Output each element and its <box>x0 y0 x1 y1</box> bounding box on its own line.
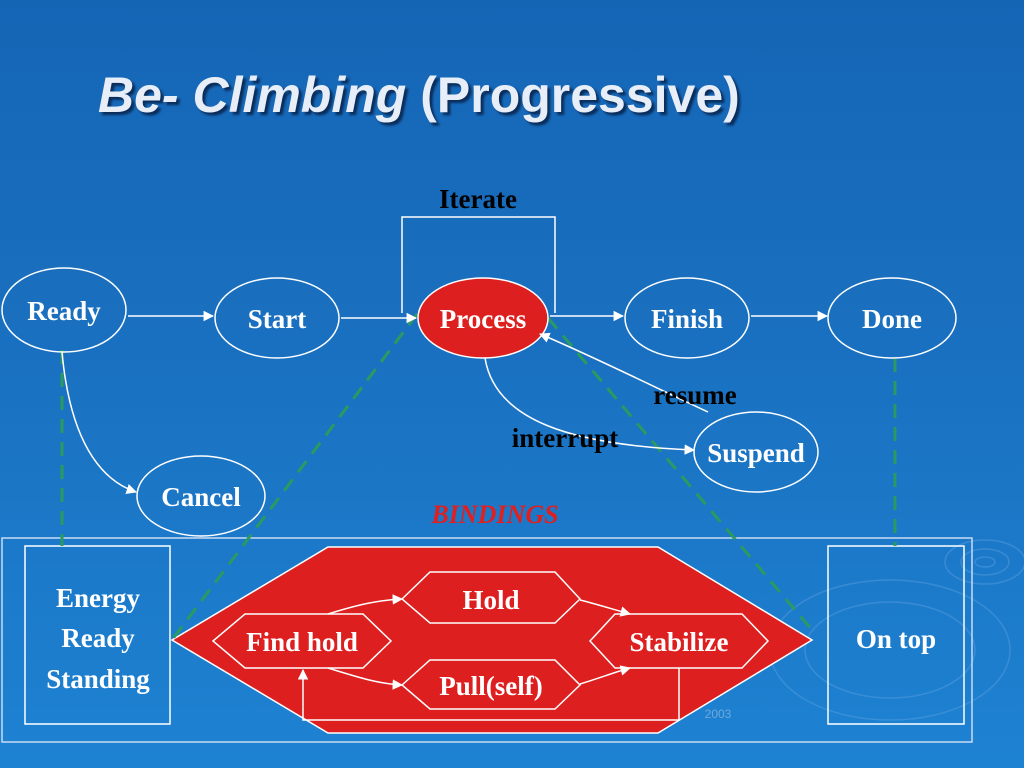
state-finish[interactable]: Finish <box>624 277 750 359</box>
step-hold[interactable]: Hold <box>400 571 582 624</box>
precondition-ready: Ready <box>61 623 135 653</box>
state-done-label: Done <box>862 304 922 334</box>
postcondition-box[interactable]: On top <box>827 545 965 725</box>
state-cancel-label: Cancel <box>161 482 241 512</box>
state-finish-label: Finish <box>651 304 723 334</box>
step-find-hold-label: Find hold <box>246 627 358 657</box>
step-find-hold[interactable]: Find hold <box>211 613 393 669</box>
arrow-pull-to-stabilize <box>579 665 632 685</box>
bindings-frame <box>1 537 973 743</box>
arrow-ready-to-cancel <box>61 351 137 494</box>
step-stabilize-label: Stabilize <box>630 627 729 657</box>
arrow-suspend-to-process <box>539 332 709 413</box>
state-process-label: Process <box>440 304 526 334</box>
arrow-iterate-loop <box>401 216 556 313</box>
binding-lines <box>60 313 897 641</box>
arrow-findhold-to-pull <box>327 667 404 690</box>
state-suspend[interactable]: Suspend <box>693 411 819 493</box>
step-hold-label: Hold <box>462 585 519 615</box>
footer-text: 2003 <box>705 707 732 721</box>
step-pull-self-label: Pull(self) <box>439 671 542 701</box>
state-suspend-label: Suspend <box>707 438 805 468</box>
state-done[interactable]: Done <box>827 277 957 359</box>
label-iterate: Iterate <box>439 184 517 214</box>
arrow-findhold-to-hold <box>327 594 404 615</box>
arrow-hold-to-stabilize <box>579 599 632 617</box>
title-regular: (Progressive) <box>420 67 740 123</box>
label-interrupt: interrupt <box>512 423 618 453</box>
state-start[interactable]: Start <box>214 277 340 359</box>
postcondition-on-top: On top <box>856 624 936 654</box>
precondition-energy: Energy <box>56 583 140 613</box>
step-stabilize[interactable]: Stabilize <box>588 613 770 669</box>
state-process[interactable]: Process <box>417 277 549 359</box>
inner-arrows <box>297 594 680 721</box>
title-italic: Be- Climbing <box>98 67 407 123</box>
state-ready[interactable]: Ready <box>1 267 127 353</box>
state-transitions <box>61 216 829 494</box>
process-refinement-hexagon[interactable] <box>170 546 814 734</box>
label-resume: resume <box>653 380 736 410</box>
arrow-process-to-suspend <box>484 357 696 455</box>
state-ready-label: Ready <box>27 296 101 326</box>
precondition-standing: Standing <box>46 664 150 694</box>
arrow-loop-back <box>297 668 680 721</box>
state-cancel[interactable]: Cancel <box>136 455 266 537</box>
slide-title: Be- Climbing (Progressive) <box>98 66 740 124</box>
bindings-label: BINDINGS <box>430 500 558 529</box>
step-pull-self[interactable]: Pull(self) <box>400 659 582 710</box>
precondition-box[interactable]: Energy Ready Standing <box>24 545 171 725</box>
state-start-label: Start <box>248 304 306 334</box>
